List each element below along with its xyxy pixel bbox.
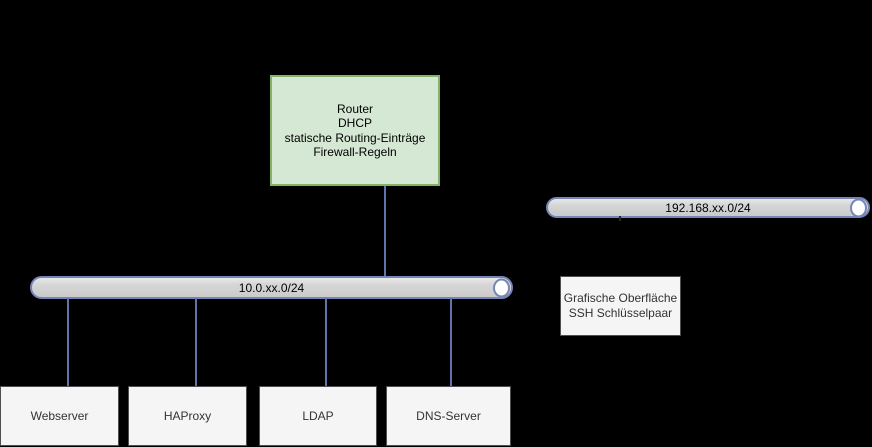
connector-lan-to-webserver [67,298,69,386]
server-label: Webserver [30,408,89,423]
info-box: Grafische Oberfläche SSH Schlüsselpaar [560,276,681,336]
router-label-line: statische Routing-Einträge [284,130,426,145]
router-label-line: Router [336,101,374,116]
connector-lan-to-ldap [325,298,327,386]
server-node-dns-server: DNS-Server [386,386,511,446]
pipe-end-cap-icon [850,198,867,217]
router-node: Router DHCP statische Routing-Einträge F… [270,75,440,186]
network-label-lan: 10.0.xx.0/24 [238,280,305,295]
server-node-ldap: LDAP [259,386,377,446]
router-label-line: DHCP [337,116,372,130]
connector-router-to-lan [384,186,386,276]
server-label: DNS-Server [416,408,481,423]
server-node-webserver: Webserver [0,386,119,446]
network-pipe-mgmt: 192.168.xx.0/24 [546,197,870,218]
server-label: LDAP [302,408,334,423]
server-label: HAProxy [163,408,212,423]
pipe-connection-stub [619,216,621,221]
info-box-line: Grafische Oberfläche [563,291,678,305]
connector-lan-to-haproxy [195,298,197,386]
network-label-mgmt: 192.168.xx.0/24 [665,200,751,215]
pipe-end-cap-icon [493,278,510,297]
info-box-line: SSH Schlüsselpaar [568,306,673,320]
server-node-haproxy: HAProxy [128,386,247,446]
network-pipe-lan: 10.0.xx.0/24 [30,276,513,299]
router-label-line: Firewall-Regeln [313,145,397,159]
connector-lan-to-dns-server [450,298,452,386]
